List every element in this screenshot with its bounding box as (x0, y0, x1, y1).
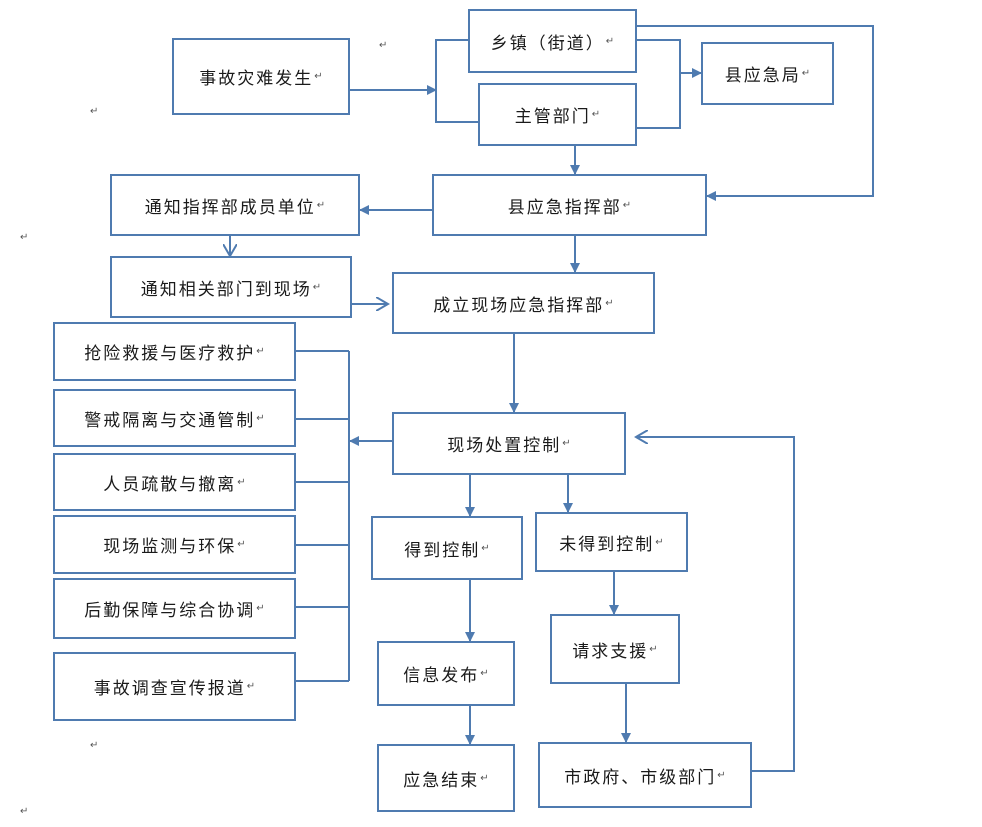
node-accident: 事故灾难发生↵ (172, 38, 350, 115)
paragraph-mark: ↵ (90, 740, 99, 751)
node-task-investigation: 事故调查宣传报道↵ (53, 652, 296, 721)
paragraph-mark: ↵ (20, 232, 29, 243)
node-task-monitoring: 现场监测与环保↵ (53, 515, 296, 574)
node-county-hq: 县应急指挥部↵ (432, 174, 707, 236)
node-site-control: 现场处置控制↵ (392, 412, 626, 475)
node-not-controlled: 未得到控制↵ (535, 512, 688, 572)
node-request-support: 请求支援↵ (550, 614, 680, 684)
node-task-rescue: 抢险救援与医疗救护↵ (53, 322, 296, 381)
node-end: 应急结束↵ (377, 744, 515, 812)
node-info-release: 信息发布↵ (377, 641, 515, 706)
node-township: 乡镇（街道）↵ (468, 9, 637, 73)
node-site-hq: 成立现场应急指挥部↵ (392, 272, 655, 334)
node-task-cordon: 警戒隔离与交通管制↵ (53, 389, 296, 447)
bracket-to-county-bureau (637, 39, 681, 129)
node-dept: 主管部门↵ (478, 83, 637, 146)
paragraph-mark: ↵ (379, 40, 388, 51)
node-county-bureau: 县应急局↵ (701, 42, 834, 105)
arrow-township-to-county-hq (637, 25, 874, 201)
node-task-logistics: 后勤保障与综合协调↵ (53, 578, 296, 639)
node-notify-members: 通知指挥部成员单位↵ (110, 174, 360, 236)
arrow-city-back-to-control (636, 437, 795, 772)
node-city-gov: 市政府、市级部门↵ (538, 742, 752, 808)
paragraph-mark: ↵ (20, 806, 29, 817)
node-task-evacuation: 人员疏散与撤离↵ (53, 453, 296, 511)
paragraph-mark: ↵ (90, 106, 99, 117)
bracket-township-dept (435, 39, 478, 123)
node-controlled: 得到控制↵ (371, 516, 523, 580)
node-notify-depts: 通知相关部门到现场↵ (110, 256, 352, 318)
